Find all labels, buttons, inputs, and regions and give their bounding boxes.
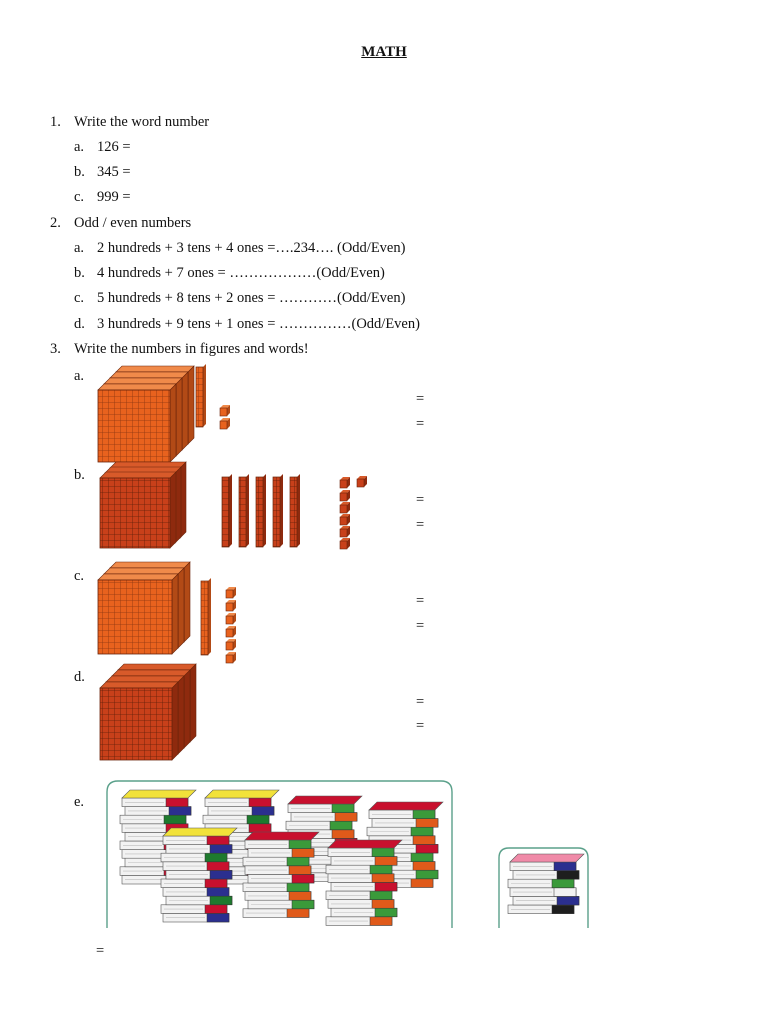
hundred-flat <box>97 573 179 655</box>
q2-text: Odd / even numbers <box>74 215 192 231</box>
one-cube <box>356 476 367 488</box>
hundred-flat <box>99 471 177 549</box>
q2-item-text: 5 hundreds + 8 tens + 2 ones = …………(Odd/… <box>97 290 406 306</box>
q3-item-letter: a. <box>74 368 85 384</box>
one-cube <box>339 526 350 538</box>
equals-sign: = <box>416 718 425 734</box>
equals-sign: = <box>416 391 425 407</box>
ten-rod <box>195 364 206 428</box>
q2-item-text: 4 hundreds + 7 ones = ………………(Odd/Even) <box>97 265 385 281</box>
q2-number: 2. <box>50 215 61 231</box>
one-cube <box>225 639 236 651</box>
ten-rod <box>289 474 300 548</box>
one-cube <box>339 538 350 550</box>
q3-number: 3. <box>50 341 61 357</box>
picture-frame <box>498 847 589 928</box>
one-cube <box>225 613 236 625</box>
q3-item-letter: d. <box>74 669 85 685</box>
q3-item-letter: e. <box>74 794 85 810</box>
ten-rod <box>221 474 232 548</box>
one-cube <box>225 600 236 612</box>
hundred-flat <box>97 383 177 463</box>
q1-item-text: 345 = <box>97 164 131 180</box>
ten-rod <box>255 474 266 548</box>
q1-text: Write the word number <box>74 114 210 130</box>
picture-frame <box>106 780 453 928</box>
q1-item-text: 126 = <box>97 139 131 155</box>
q1-number: 1. <box>50 114 61 130</box>
q3-text: Write the numbers in figures and words! <box>74 341 309 357</box>
q3-item-letter: b. <box>74 467 85 483</box>
q1-item-letter: b. <box>74 164 85 180</box>
q3-item-letter: c. <box>74 568 85 584</box>
book-stack <box>160 827 238 923</box>
hundred-flat <box>99 681 179 761</box>
one-cube <box>339 490 350 502</box>
one-cube <box>219 405 230 417</box>
equals-sign: = <box>416 593 425 609</box>
ten-rod <box>238 474 249 548</box>
equals-sign: = <box>416 416 425 432</box>
equals-sign: = <box>416 517 425 533</box>
equals-sign: = <box>416 694 425 710</box>
equals-sign: = <box>416 618 425 634</box>
book-stack <box>325 839 403 926</box>
one-cube <box>225 626 236 638</box>
book-stack <box>242 831 320 918</box>
one-cube <box>339 477 350 489</box>
q2-item-letter: b. <box>74 265 85 281</box>
equals-sign: = <box>416 492 425 508</box>
one-cube <box>225 587 236 599</box>
one-cube <box>219 418 230 430</box>
q2-item-letter: c. <box>74 290 85 306</box>
one-cube <box>225 652 236 664</box>
q1-item-text: 999 = <box>97 189 131 205</box>
one-cube <box>339 502 350 514</box>
q2-item-letter: d. <box>74 316 85 332</box>
q2-item-letter: a. <box>74 240 85 256</box>
page-title: MATH <box>361 44 407 60</box>
q2-item-text: 3 hundreds + 9 tens + 1 ones = ……………(Odd… <box>97 316 420 332</box>
book-stack <box>507 853 585 914</box>
q2-item-text: 2 hundreds + 3 tens + 4 ones =….234…. (O… <box>97 240 406 256</box>
ten-rod <box>272 474 283 548</box>
ten-rod <box>200 578 211 656</box>
equals-sign: = <box>96 943 105 959</box>
one-cube <box>339 514 350 526</box>
q1-item-letter: c. <box>74 189 85 205</box>
q1-item-letter: a. <box>74 139 85 155</box>
